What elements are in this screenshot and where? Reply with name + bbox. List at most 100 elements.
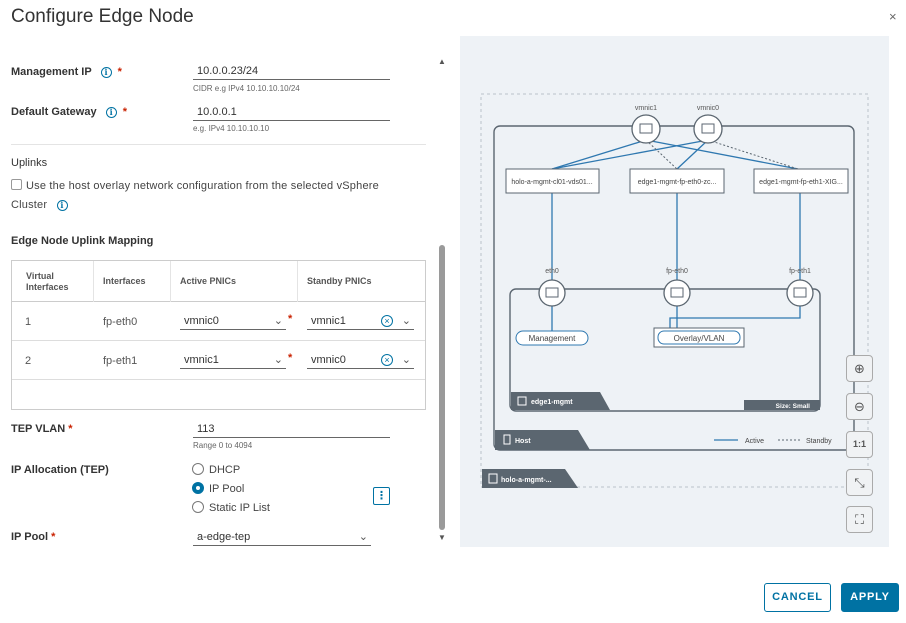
apply-button[interactable]: APPLY	[841, 583, 899, 612]
tep-vlan-helper: Range 0 to 4094	[193, 441, 253, 450]
management-ip-helper: CIDR e.g IPv4 10.10.10.10/24	[193, 84, 300, 93]
svg-text:vmnic1: vmnic1	[635, 105, 657, 112]
diagram-legend: Active Standby	[714, 438, 832, 445]
required-marker: *	[288, 313, 293, 325]
switch-fp-eth1[interactable]: edge1-mgmt-fp-eth1-XIG...	[753, 168, 849, 194]
required-marker: *	[68, 423, 73, 435]
topology-svg: vmnic1 vmnic0 holo-a-mgmt-cl01-vds01... …	[480, 93, 869, 488]
zoom-in-icon[interactable]: ⊕	[846, 355, 873, 382]
info-icon[interactable]: i	[56, 199, 68, 211]
svg-text:fp-eth0: fp-eth0	[666, 268, 688, 275]
chevron-down-icon: ⌄	[358, 531, 368, 543]
active-pnic-select[interactable]: vmnic0 ⌄	[180, 313, 286, 330]
host-label-tab: Host	[495, 430, 590, 450]
info-icon[interactable]: i	[105, 106, 117, 118]
column-active-pnics: Active PNICs	[171, 261, 298, 302]
svg-text:Overlay/VLAN: Overlay/VLAN	[674, 334, 725, 343]
port-fp-eth0[interactable]: fp-eth0	[663, 268, 691, 307]
svg-text:edge1-mgmt: edge1-mgmt	[531, 399, 573, 406]
uplink-mapping-grid: Virtual Interfaces Interfaces Active PNI…	[11, 260, 426, 410]
default-gateway-helper: e.g. IPv4 10.10.10.10	[193, 124, 270, 133]
collapse-icon[interactable]: ⤡	[846, 469, 873, 496]
more-options-icon[interactable]: ⋮	[373, 487, 390, 505]
network-overlay-vlan[interactable]: Overlay/VLAN	[653, 327, 745, 348]
tep-vlan-label: TEP VLAN *	[11, 423, 73, 435]
required-marker: *	[51, 531, 56, 543]
svg-text:edge1-mgmt-fp-eth1-XIG...: edge1-mgmt-fp-eth1-XIG...	[759, 179, 843, 186]
ip-allocation-label: IP Allocation (TEP)	[11, 464, 109, 476]
scroll-up-icon[interactable]: ▲	[438, 57, 446, 66]
virtual-interface-cell: 1	[25, 315, 32, 328]
required-marker: *	[288, 352, 293, 364]
uplinks-title: Uplinks	[11, 157, 48, 169]
divider	[11, 144, 426, 145]
dialog-title: Configure Edge Node	[11, 6, 194, 27]
close-icon[interactable]: ×	[889, 9, 897, 24]
standby-links	[645, 139, 799, 170]
grid-header: Virtual Interfaces Interfaces Active PNI…	[12, 261, 425, 302]
svg-text:holo-a-mgmt-...: holo-a-mgmt-...	[501, 477, 552, 484]
default-gateway-label: Default Gateway i *	[11, 106, 127, 118]
edge-label-tab: edge1-mgmt	[511, 392, 610, 410]
form-scrollbar[interactable]: ▲ ▼	[437, 55, 447, 545]
column-interfaces: Interfaces	[94, 261, 171, 302]
radio-ip-pool[interactable]: IP Pool	[192, 482, 244, 495]
edge-size-tab: Size: Small	[744, 400, 820, 410]
svg-text:Host: Host	[515, 438, 531, 445]
switch-fp-eth0[interactable]: edge1-mgmt-fp-eth0-zc...	[629, 168, 725, 194]
required-marker: *	[117, 66, 122, 78]
svg-text:vmnic0: vmnic0	[697, 105, 719, 112]
radio-button[interactable]	[192, 501, 204, 513]
column-standby-pnics: Standby PNICs	[307, 276, 372, 286]
required-marker: *	[122, 106, 127, 118]
management-ip-label: Management IP i *	[11, 66, 122, 78]
fit-to-screen-icon[interactable]: ⛶	[846, 506, 873, 533]
actual-size-icon[interactable]: 1:1	[846, 431, 873, 458]
svg-text:edge1-mgmt-fp-eth0-zc...: edge1-mgmt-fp-eth0-zc...	[638, 179, 717, 186]
scroll-down-icon[interactable]: ▼	[438, 533, 446, 542]
vmnic0-port[interactable]: vmnic0	[693, 105, 723, 144]
radio-static-ip-list[interactable]: Static IP List	[192, 501, 270, 514]
chevron-down-icon: ⌄	[273, 315, 283, 327]
standby-pnic-select[interactable]: vmnic1 ⌄	[307, 313, 414, 330]
management-ip-input[interactable]: 10.0.0.23/24	[193, 64, 390, 80]
radio-button[interactable]	[192, 463, 204, 475]
zoom-out-icon[interactable]: ⊖	[846, 393, 873, 420]
svg-text:Standby: Standby	[806, 438, 832, 445]
radio-dhcp[interactable]: DHCP	[192, 463, 240, 476]
tep-vlan-input[interactable]: 113	[193, 422, 390, 438]
port-eth0[interactable]: eth0	[538, 268, 566, 307]
table-row: 2 fp-eth1 vmnic1 ⌄ * vmnic0 ⌄ ×	[12, 341, 425, 380]
scroll-thumb[interactable]	[439, 245, 445, 530]
interface-cell: fp-eth0	[103, 315, 138, 328]
ip-pool-select[interactable]: a-edge-tep ⌄	[193, 529, 371, 546]
ip-pool-label: IP Pool *	[11, 531, 56, 543]
chevron-down-icon: ⌄	[273, 354, 283, 366]
active-pnic-select[interactable]: vmnic1 ⌄	[180, 352, 286, 369]
interface-cell: fp-eth1	[103, 354, 138, 367]
topology-diagram: vmnic1 vmnic0 holo-a-mgmt-cl01-vds01... …	[460, 36, 889, 547]
uplink-mapping-title: Edge Node Uplink Mapping	[11, 235, 154, 247]
network-management[interactable]: Management	[515, 330, 589, 346]
standby-pnic-select[interactable]: vmnic0 ⌄	[307, 352, 414, 369]
active-links	[551, 139, 801, 333]
default-gateway-input[interactable]: 10.0.0.1	[193, 105, 390, 121]
cancel-button[interactable]: CANCEL	[764, 583, 831, 612]
table-row: 1 fp-eth0 vmnic0 ⌄ * vmnic1 ⌄ ×	[12, 302, 425, 341]
radio-button-selected[interactable]	[192, 482, 204, 494]
virtual-interface-cell: 2	[25, 354, 32, 367]
host-overlay-checkbox-row[interactable]: Use the host overlay network configurati…	[11, 179, 379, 211]
svg-text:fp-eth1: fp-eth1	[789, 268, 811, 275]
clear-icon[interactable]: ×	[381, 354, 393, 366]
port-fp-eth1[interactable]: fp-eth1	[786, 268, 814, 307]
svg-text:Active: Active	[745, 438, 764, 445]
cluster-label-tab: holo-a-mgmt-...	[482, 469, 578, 488]
svg-text:Management: Management	[529, 334, 576, 343]
svg-text:holo-a-mgmt-cl01-vds01...: holo-a-mgmt-cl01-vds01...	[511, 179, 592, 186]
host-overlay-checkbox[interactable]	[11, 179, 22, 190]
clear-icon[interactable]: ×	[381, 315, 393, 327]
vmnic1-port[interactable]: vmnic1	[631, 105, 661, 144]
chevron-down-icon: ⌄	[401, 354, 411, 366]
switch-vds01[interactable]: holo-a-mgmt-cl01-vds01...	[505, 168, 600, 194]
info-icon[interactable]: i	[100, 66, 112, 78]
